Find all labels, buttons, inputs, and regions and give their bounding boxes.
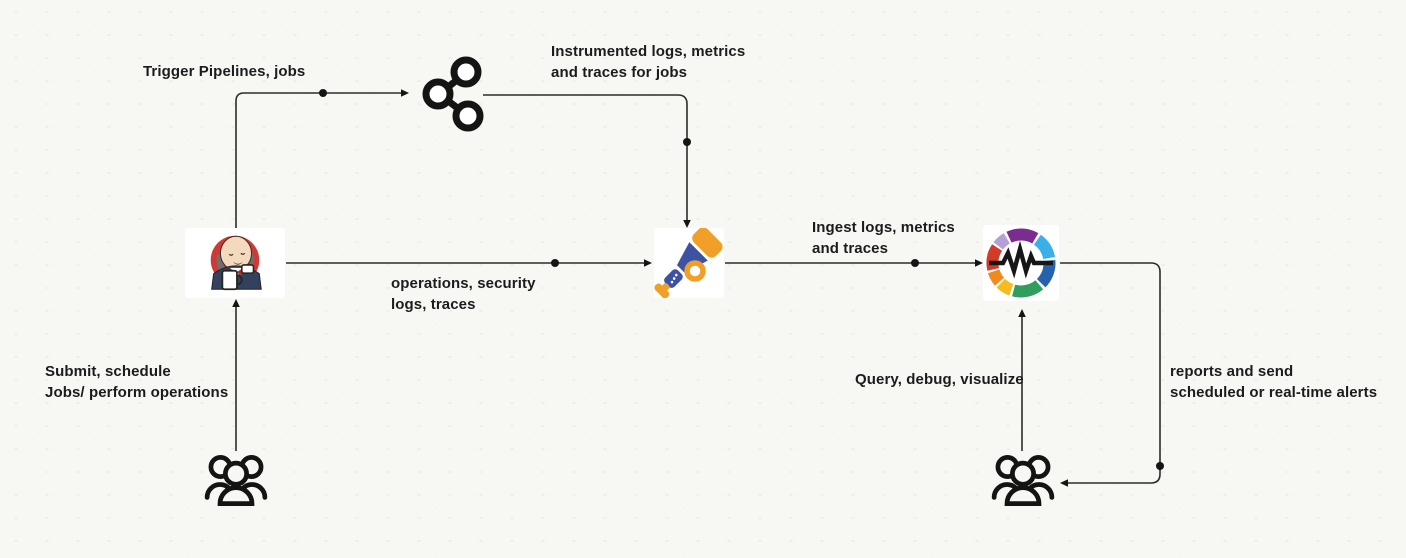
label-submit-schedule: Submit, schedule Jobs/ perform operation… <box>45 363 229 401</box>
edge-users-left-to-jenkins <box>232 299 240 451</box>
users-group-icon <box>991 455 1055 506</box>
edge-collector-to-platform <box>725 259 983 267</box>
share-nodes-icon <box>422 56 484 132</box>
platform-node <box>983 225 1059 301</box>
label-trigger-pipelines: Trigger Pipelines, jobs <box>143 63 306 80</box>
users-group-icon <box>204 455 268 506</box>
pulse-ring-icon <box>986 228 1056 298</box>
users-left-node <box>203 450 269 516</box>
label-query-debug: Query, debug, visualize <box>855 371 1024 388</box>
label-ingest-logs: Ingest logs, metrics and traces <box>812 219 955 257</box>
edge-jenkins-to-pipeline <box>235 89 409 229</box>
pipeline-graph-node <box>412 56 484 132</box>
jenkins-butler-icon <box>210 235 262 291</box>
jenkins-node <box>185 228 285 298</box>
telescope-icon <box>654 228 723 298</box>
users-right-node <box>990 450 1056 516</box>
edge-pipeline-to-collector <box>483 94 691 228</box>
collector-node <box>654 228 724 298</box>
edge-jenkins-to-collector <box>286 259 652 267</box>
label-operations-logs: operations, security logs, traces <box>391 275 536 313</box>
edge-platform-to-users-right <box>1060 262 1164 487</box>
edge-users-right-to-platform <box>1018 309 1026 451</box>
label-instrumented-logs: Instrumented logs, metrics and traces fo… <box>551 43 746 81</box>
label-reports-alerts: reports and send scheduled or real-time … <box>1170 363 1378 401</box>
